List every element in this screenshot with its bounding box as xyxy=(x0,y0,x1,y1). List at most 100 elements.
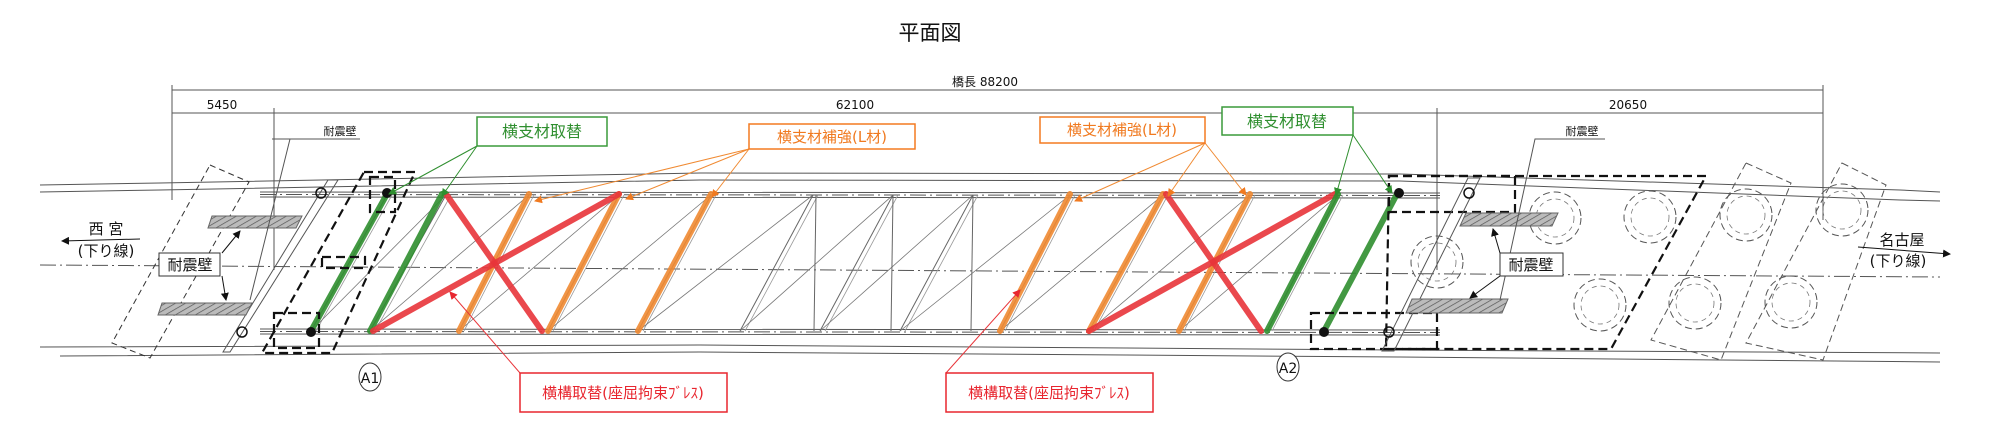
highlighted-members xyxy=(308,191,1400,334)
red-leader xyxy=(449,291,521,374)
green-leader xyxy=(1352,134,1393,194)
pier-column xyxy=(1726,195,1766,235)
truss-diagonal xyxy=(1178,194,1339,332)
pier-column xyxy=(1771,282,1811,322)
orange-member xyxy=(997,191,1073,334)
drawing-title: 平面図 xyxy=(899,21,962,45)
pier-footing xyxy=(1764,275,1818,329)
svg-text:横支材取替: 横支材取替 xyxy=(502,122,582,141)
orange-member xyxy=(635,191,714,334)
abutment-a1-marker xyxy=(358,362,382,392)
pier-column xyxy=(1822,190,1862,230)
truss-diagonal xyxy=(374,194,452,332)
callout-lateral-reinforce-left: 横支材補強(L材) xyxy=(748,123,916,150)
truss-diagonal xyxy=(744,194,819,332)
main-span-dimension: 62100 xyxy=(836,98,874,112)
direction-left-city: 西 宮 xyxy=(89,220,124,238)
abutment-a1-label: A1 xyxy=(361,371,379,387)
pier-column xyxy=(1580,285,1620,325)
svg-text:横支材取替: 横支材取替 xyxy=(1247,112,1327,131)
orange-leader xyxy=(1074,142,1206,202)
arrow-left-icon xyxy=(61,236,141,245)
orange-leader xyxy=(534,148,750,204)
svg-text:横構取替(座屈拘束ﾌﾞﾚｽ): 横構取替(座屈拘束ﾌﾞﾚｽ) xyxy=(968,384,1130,402)
truss-diagonal xyxy=(819,194,894,332)
abutment-a1-area: 耐震壁 耐震壁 xyxy=(111,124,417,359)
truss-diagonal xyxy=(547,194,712,332)
seismic-wall-label-left-small: 耐震壁 xyxy=(324,124,357,138)
pier-column xyxy=(1535,198,1575,238)
pier-footing xyxy=(1623,190,1677,244)
seismic-wall-right-upper xyxy=(1459,212,1559,227)
truss-diagonal xyxy=(739,194,894,332)
truss-diagonal xyxy=(899,194,1071,332)
dimension-lines: 橋長 88200 5450 62100 20650 xyxy=(171,75,1824,270)
callout-lateral-replace-right: 横支材取替 xyxy=(1221,106,1354,136)
callout-bracing-replace-left: 横構取替(座屈拘束ﾌﾞﾚｽ) xyxy=(519,372,728,413)
green-member xyxy=(1264,191,1341,334)
direction-right-city: 名古屋 xyxy=(1879,231,1924,249)
orange-leader xyxy=(1204,142,1247,196)
orange-leader xyxy=(1167,142,1206,197)
right-span-dimension: 20650 xyxy=(1609,98,1647,112)
callout-leaders xyxy=(388,134,1393,374)
orange-leader xyxy=(625,148,750,201)
truss-diagonal xyxy=(819,194,974,332)
left-span-dimension: 5450 xyxy=(207,98,238,112)
bridge-length-label: 橋長 88200 xyxy=(952,75,1018,89)
direction-right-line: (下り線) xyxy=(1870,252,1927,270)
truss-diagonal xyxy=(999,194,1164,332)
svg-text:横支材補強(L材): 横支材補強(L材) xyxy=(1067,121,1177,139)
seismic-wall-left-lower xyxy=(157,302,253,316)
truss-diagonal xyxy=(1004,194,1076,332)
truss-diagonal xyxy=(1271,194,1344,332)
truss-diagonal xyxy=(637,194,814,332)
green-member xyxy=(1321,191,1400,334)
green-member xyxy=(308,191,390,334)
pier-column xyxy=(1417,242,1457,282)
seismic-wall-label-left: 耐震壁 xyxy=(167,256,212,274)
pier-footing xyxy=(1815,183,1869,237)
green-member xyxy=(367,191,445,334)
pier-column xyxy=(1630,197,1670,237)
pier-outline xyxy=(1745,162,1887,361)
truss-diagonal xyxy=(904,194,979,332)
truss-vertical xyxy=(890,194,894,332)
seismic-wall-right-lower xyxy=(1405,298,1509,314)
truss-diagonal xyxy=(310,194,447,332)
truss-diagonal xyxy=(458,194,620,332)
truss-diagonal xyxy=(1183,194,1256,332)
red-member xyxy=(370,191,622,334)
green-leader xyxy=(441,145,478,197)
direction-left-line: (下り線) xyxy=(78,242,135,260)
abutment-a2-label: A2 xyxy=(1279,361,1297,377)
seismic-wall-left-upper xyxy=(207,215,303,229)
truss-diagonal xyxy=(739,194,814,332)
truss-diagonal xyxy=(899,194,974,332)
abutment-a2-area: 耐震壁 耐震壁 xyxy=(1309,124,1887,361)
pier-outline xyxy=(1650,162,1792,361)
callout-lateral-replace-left: 横支材取替 xyxy=(476,116,608,147)
truss-diagonal xyxy=(315,194,393,332)
truss-diagonal xyxy=(642,194,717,332)
red-member xyxy=(1086,191,1338,334)
pier-footing xyxy=(1410,235,1464,289)
abutment-a2-marker xyxy=(1276,352,1300,382)
truss-diagonal xyxy=(369,194,530,332)
orange-member xyxy=(1086,191,1166,334)
truss-diagonal xyxy=(552,194,625,332)
pier-footings xyxy=(1410,162,1887,361)
pier-footing xyxy=(1719,188,1773,242)
seismic-wall-label-right: 耐震壁 xyxy=(1508,256,1553,274)
pier-footing xyxy=(1668,276,1722,330)
orange-member xyxy=(545,191,622,334)
pier-footing xyxy=(1573,278,1627,332)
pier-column xyxy=(1675,283,1715,323)
green-leader xyxy=(388,145,478,195)
svg-text:横構取替(座屈拘束ﾌﾞﾚｽ): 横構取替(座屈拘束ﾌﾞﾚｽ) xyxy=(542,384,704,402)
truss-vertical xyxy=(813,194,817,332)
svg-text:横支材補強(L材): 横支材補強(L材) xyxy=(777,128,887,146)
arrow-right-icon xyxy=(1857,246,1951,258)
callout-bracing-replace-right: 横構取替(座屈拘束ﾌﾞﾚｽ) xyxy=(945,372,1154,413)
seismic-wall-label-right-small: 耐震壁 xyxy=(1566,124,1599,138)
